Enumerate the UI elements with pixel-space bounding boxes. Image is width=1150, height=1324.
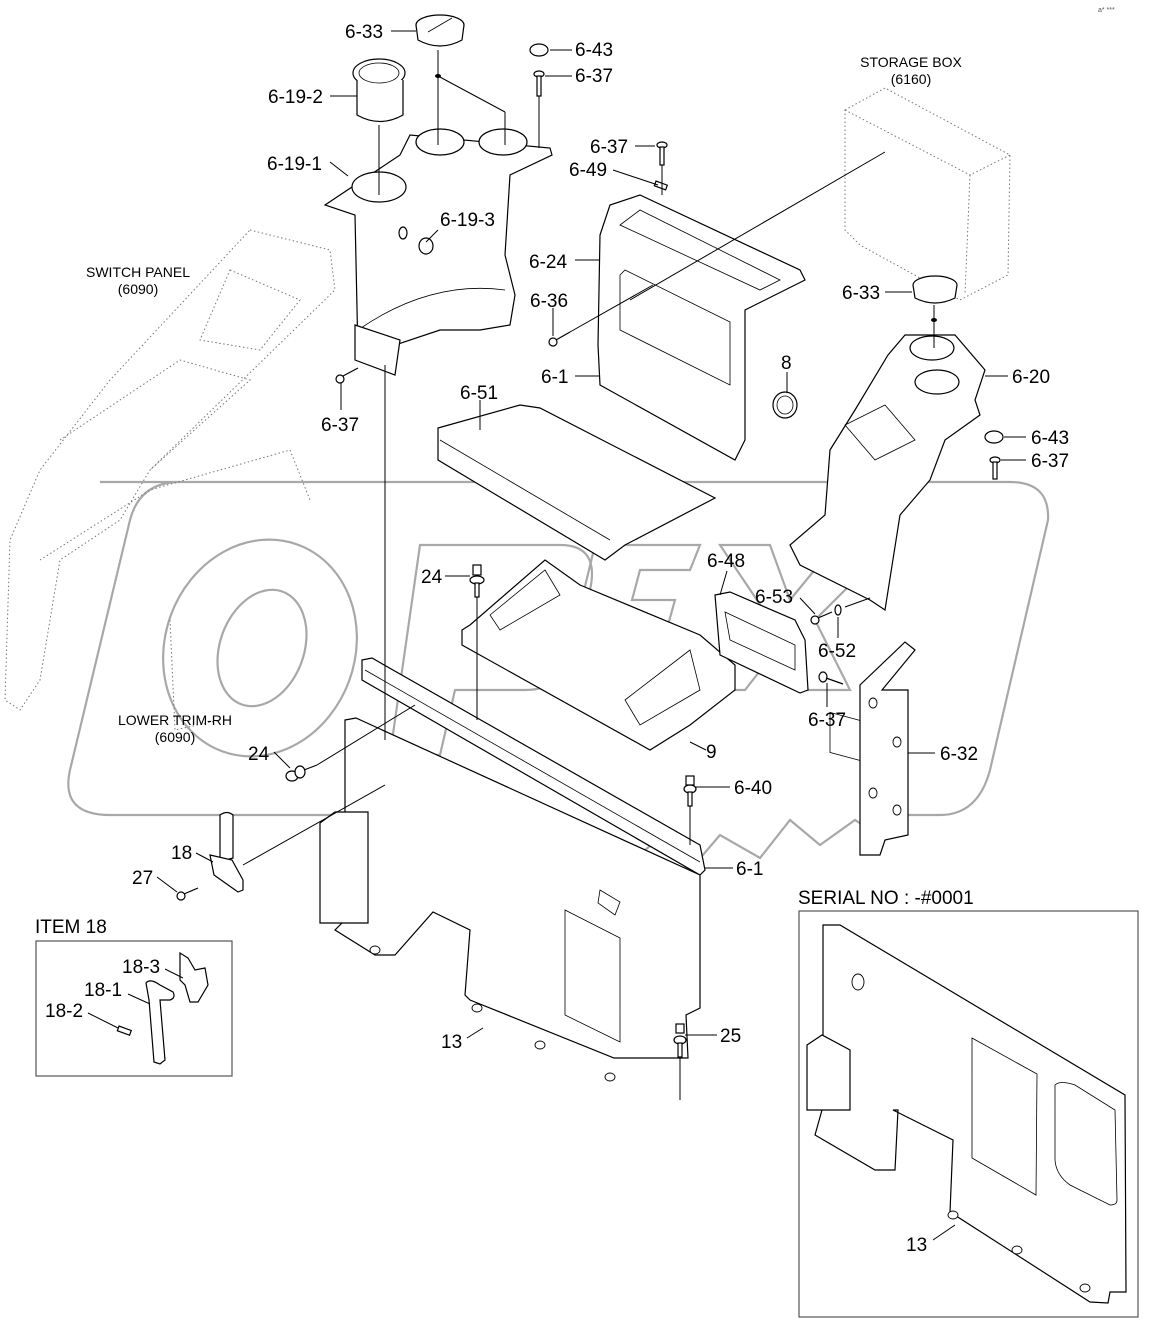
callout-6-19-2: 6-19-2 bbox=[268, 87, 323, 108]
callout-27: 27 bbox=[132, 868, 153, 889]
callout-6-43-right: 6-43 bbox=[1031, 428, 1069, 449]
callout-9: 9 bbox=[706, 742, 717, 763]
callout-6-33-top: 6-33 bbox=[345, 22, 383, 43]
callout-6-37-mid: 6-37 bbox=[808, 710, 846, 731]
inset-item-18: ITEM 18 18-3 18-1 18-2 bbox=[35, 917, 233, 1077]
callout-6-52: 6-52 bbox=[818, 641, 856, 662]
inset-serial-title: SERIAL NO : -#0001 bbox=[798, 888, 974, 909]
callout-labels: 6-33 6-43 6-37 6-19-2 6-19-1 6-19-3 6-37… bbox=[132, 22, 1069, 1053]
callout-6-24: 6-24 bbox=[529, 252, 567, 273]
part-9-bracket bbox=[461, 559, 736, 751]
callout-6-33-right: 6-33 bbox=[842, 283, 880, 304]
part-6-19-2-cup bbox=[352, 58, 406, 123]
part-8-clamp bbox=[772, 391, 798, 419]
callout-6-37-top: 6-37 bbox=[575, 66, 613, 87]
part-6-37-screw-b bbox=[656, 141, 668, 166]
callout-6-1-bottom: 6-1 bbox=[736, 859, 763, 880]
part-6-37-screw-right bbox=[989, 456, 1001, 480]
callout-13-serial: 13 bbox=[906, 1235, 927, 1256]
storage-box-code: (6160) bbox=[891, 71, 931, 87]
part-18-lever bbox=[209, 811, 244, 893]
part-25-bolt bbox=[673, 1023, 687, 1058]
part-6-33-cap-top bbox=[415, 14, 465, 78]
callout-6-53: 6-53 bbox=[755, 587, 793, 608]
callout-6-51: 6-51 bbox=[460, 383, 498, 404]
callout-6-1-top: 6-1 bbox=[541, 367, 568, 388]
callout-6-20: 6-20 bbox=[1012, 367, 1050, 388]
callout-6-43-top: 6-43 bbox=[575, 40, 613, 61]
callout-6-37-b: 6-37 bbox=[590, 137, 628, 158]
lower-trim-label: LOWER TRIM-RH bbox=[118, 712, 232, 728]
leader-lines bbox=[156, 30, 1026, 1100]
part-6-43-plug-top bbox=[529, 43, 549, 57]
switch-panel-ghost bbox=[4, 229, 336, 731]
callout-6-32: 6-32 bbox=[940, 744, 978, 765]
reference-labels: STORAGE BOX (6160) SWITCH PANEL (6090) L… bbox=[86, 54, 962, 745]
part-24-bolt-top bbox=[469, 564, 485, 598]
inset-item-18-title: ITEM 18 bbox=[35, 917, 107, 938]
inset-serial-no: SERIAL NO : -#0001 13 bbox=[798, 888, 1139, 1318]
part-6-20-console bbox=[789, 334, 986, 767]
callout-25: 25 bbox=[720, 1026, 741, 1047]
callout-18-1: 18-1 bbox=[84, 980, 122, 1001]
part-6-52-washer bbox=[834, 604, 842, 616]
part-6-19-1-console bbox=[323, 128, 553, 376]
part-24-bolt-left bbox=[285, 764, 318, 782]
part-6-43-plug-right bbox=[984, 430, 1004, 444]
callout-6-37-left: 6-37 bbox=[321, 415, 359, 436]
part-6-24-panel bbox=[597, 194, 806, 461]
callout-6-40: 6-40 bbox=[734, 778, 772, 799]
callout-6-48: 6-48 bbox=[707, 551, 745, 572]
storage-box-label: STORAGE BOX bbox=[860, 54, 962, 70]
part-6-32-bracket bbox=[859, 641, 916, 856]
corner-mark: a* *** bbox=[1098, 7, 1115, 14]
callout-24-top: 24 bbox=[421, 567, 443, 588]
part-6-51-tray bbox=[437, 404, 717, 561]
part-6-49-clip bbox=[653, 180, 669, 191]
callout-6-19-3: 6-19-3 bbox=[440, 210, 495, 231]
callout-6-49: 6-49 bbox=[569, 160, 607, 181]
part-6-48-cover bbox=[714, 591, 809, 694]
part-6-53-screw bbox=[810, 611, 833, 625]
callout-13: 13 bbox=[441, 1032, 462, 1053]
part-6-37-screw-mid bbox=[818, 671, 844, 685]
part-6-40-bolt bbox=[683, 775, 697, 807]
part-6-36-screw bbox=[548, 331, 571, 347]
part-6-1-rail bbox=[361, 657, 706, 876]
callout-18-3: 18-3 bbox=[122, 957, 160, 978]
switch-panel-label: SWITCH PANEL bbox=[86, 264, 190, 280]
storage-box-ghost bbox=[844, 87, 1011, 301]
part-13-plate bbox=[319, 717, 701, 1082]
part-6-33-cap-right bbox=[912, 275, 958, 322]
callout-6-36: 6-36 bbox=[530, 291, 568, 312]
callout-6-19-1: 6-19-1 bbox=[267, 154, 322, 175]
part-6-37-screw-top bbox=[533, 70, 545, 97]
switch-panel-code: (6090) bbox=[118, 281, 158, 297]
part-6-37-screw-left bbox=[335, 367, 359, 384]
lower-trim-code: (6090) bbox=[155, 729, 195, 745]
callout-8: 8 bbox=[781, 353, 792, 374]
callout-24-left: 24 bbox=[248, 744, 270, 765]
part-27-screw bbox=[176, 887, 199, 901]
callout-6-37-right: 6-37 bbox=[1031, 451, 1069, 472]
callout-18-2: 18-2 bbox=[45, 1001, 83, 1022]
callout-18: 18 bbox=[171, 843, 192, 864]
